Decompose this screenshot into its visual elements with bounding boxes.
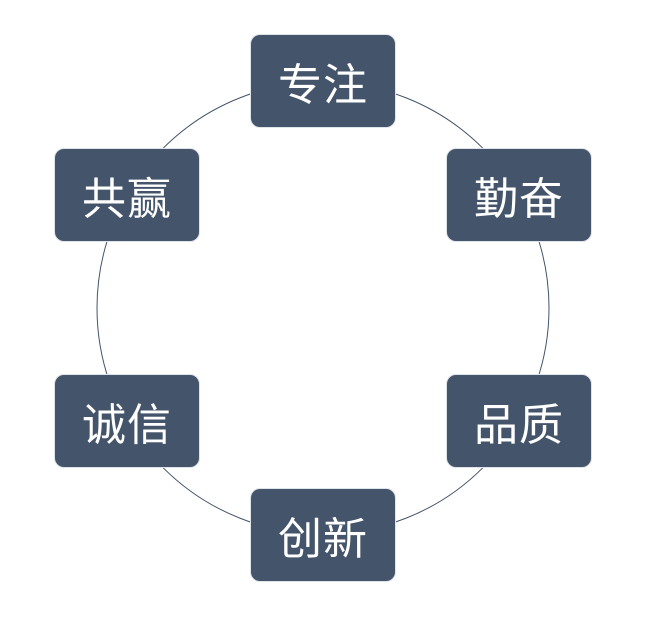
node-label: 共赢 <box>82 174 172 225</box>
node-chuangxin: 创新 <box>250 488 396 582</box>
node-label: 诚信 <box>82 400 172 451</box>
node-zhuanzhu: 专注 <box>250 34 396 128</box>
node-label: 品质 <box>474 400 564 451</box>
node-gongying: 共赢 <box>54 148 200 242</box>
node-chengxin: 诚信 <box>54 374 200 468</box>
node-label: 专注 <box>278 60 368 111</box>
node-label: 勤奋 <box>474 174 564 225</box>
node-pinzhi: 品质 <box>446 374 592 468</box>
node-qinfen: 勤奋 <box>446 148 592 242</box>
node-label: 创新 <box>278 514 368 565</box>
